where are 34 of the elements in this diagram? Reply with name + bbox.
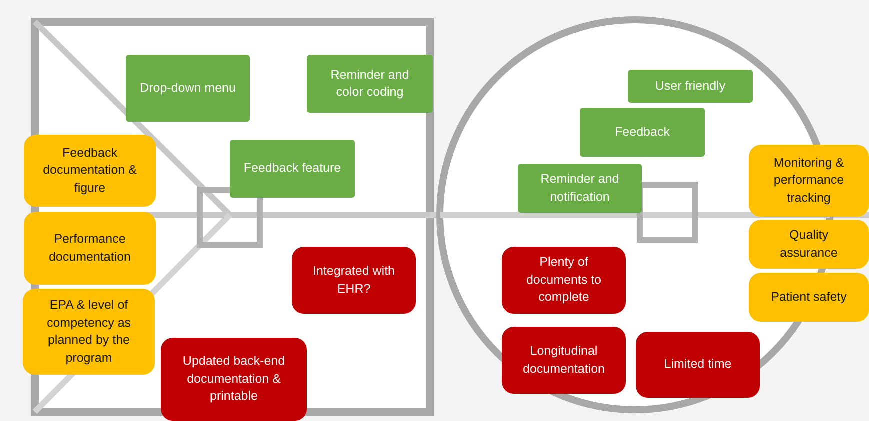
note-text: Monitoring & performance tracking [772,154,846,207]
note-text: Integrated with EHR? [312,263,396,298]
sticky-note [230,140,355,198]
note-text: Patient safety [771,288,847,306]
note-text: Feedback feature [244,160,342,178]
note-text: Performance documentation [48,231,132,266]
sticky-note [749,273,869,322]
note-text: Quality assurance [779,227,839,262]
note-text: Limited time [664,356,732,374]
sticky-note [518,164,642,213]
sticky-note [580,108,705,157]
sticky-note [307,55,433,113]
note-text: Drop-down menu [140,80,236,97]
sticky-note [23,289,155,375]
note-text: Reminder and color coding [330,66,410,101]
note-text: Plenty of documents to complete [525,254,603,306]
sticky-note [636,332,760,398]
note-text: Longitudinal documentation [522,343,606,378]
sticky-note [161,338,307,421]
sticky-note [502,327,626,394]
sticky-note [292,247,416,314]
sticky-note [502,247,626,314]
sticky-note [749,145,869,217]
sticky-note [749,220,869,269]
note-text: EPA & level of competency as planned by the program [46,297,132,367]
sticky-note [24,135,156,207]
note-text: User friendly [655,78,726,95]
note-text: Feedback [615,124,670,141]
sticky-note [24,212,156,285]
sticky-note [628,70,753,103]
note-text: Reminder and notification [540,171,620,206]
sticky-note [126,55,250,122]
note-text: Feedback documentation & figure [42,144,138,197]
note-text: Updated back-end documentation & printable [182,353,286,406]
